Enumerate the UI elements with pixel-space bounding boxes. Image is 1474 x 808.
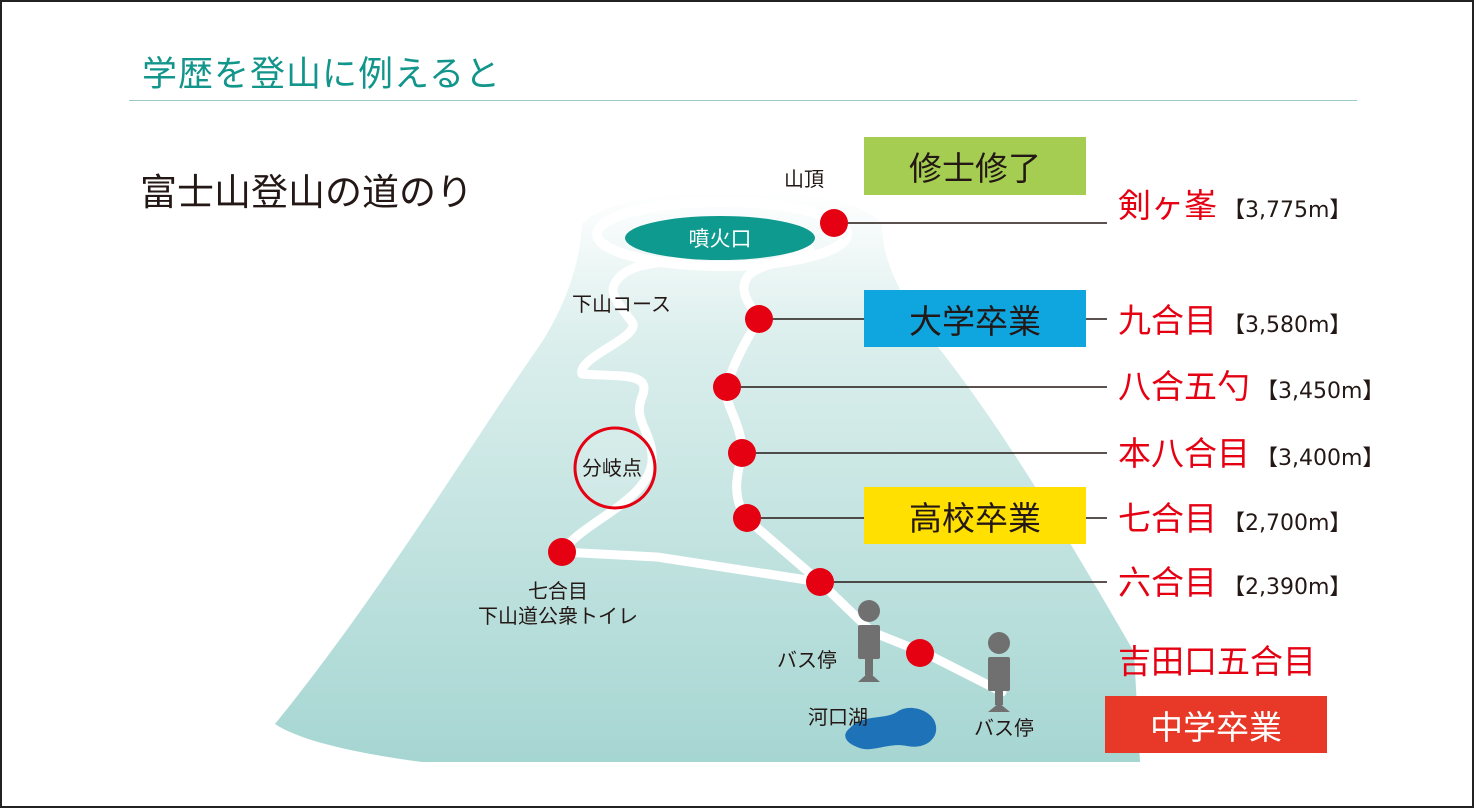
station-label: 剣ヶ峯【3,775m】 xyxy=(1118,189,1351,222)
station-elevation: 【3,580m】 xyxy=(1223,313,1352,338)
descent-toilet-label-line2: 下山道公衆トイレ xyxy=(478,604,638,628)
station-marker-8go5shaku xyxy=(713,373,741,401)
title-divider xyxy=(129,100,1357,101)
station-name: 七合目 xyxy=(1118,499,1217,538)
station-elevation: 【3,450m】 xyxy=(1256,379,1385,404)
summit-ring-path xyxy=(592,197,852,271)
station-label: 九合目【3,580m】 xyxy=(1118,304,1351,337)
station-label: 本八合目【3,400m】 xyxy=(1118,437,1384,470)
station-marker-kengamine xyxy=(820,209,848,237)
summit-label: 山頂 xyxy=(784,167,824,191)
junction-label: 分岐点 xyxy=(582,456,642,480)
bus-stop-left-icon xyxy=(858,600,880,682)
descent-toilet-label-line1: 七合目 xyxy=(528,579,588,603)
station-name: 剣ヶ峯 xyxy=(1118,186,1217,225)
bus-stop-right-icon xyxy=(988,632,1010,712)
stage-masters: 修士修了 xyxy=(864,137,1086,195)
bus-stop-left-label: バス停 xyxy=(777,648,837,672)
crater xyxy=(625,216,815,260)
station-marker-hon8gome xyxy=(728,439,756,467)
station-elevation: 【3,400m】 xyxy=(1256,446,1385,471)
station-label: 吉田口五合目 xyxy=(1118,645,1322,678)
descent-trail xyxy=(557,255,825,587)
stage-university: 大学卒業 xyxy=(864,290,1086,347)
station-elevation: 【2,700m】 xyxy=(1223,511,1352,536)
lake-shape xyxy=(845,707,937,750)
station-name: 六合目 xyxy=(1118,563,1217,602)
diagram-subtitle: 富士山登山の道のり xyxy=(140,171,473,214)
descent-toilet-label: 七合目 下山道公衆トイレ xyxy=(458,579,658,629)
mountain-shape xyxy=(275,192,1140,762)
stage-juniorhigh: 中学卒業 xyxy=(1105,696,1327,753)
bus-stop-right-label: バス停 xyxy=(974,716,1034,740)
junction-marker xyxy=(573,426,657,510)
station-marker-6gome xyxy=(806,568,834,596)
station-elevation: 【2,390m】 xyxy=(1223,575,1352,600)
page-title: 学歴を登山に例えると xyxy=(142,55,501,95)
descent-course-label: 下山コース xyxy=(572,292,671,316)
station-name: 九合目 xyxy=(1118,301,1217,340)
station-marker-5gome xyxy=(906,639,934,667)
station-label: 八合五勺【3,450m】 xyxy=(1118,370,1384,403)
lake-label: 河口湖 xyxy=(808,705,868,729)
station-name: 八合五勺 xyxy=(1118,367,1250,406)
ascent-trail xyxy=(721,245,1007,697)
station-name: 吉田口五合目 xyxy=(1118,642,1316,681)
station-marker-7gome xyxy=(733,504,761,532)
station-label: 七合目【2,700m】 xyxy=(1118,502,1351,535)
station-name: 本八合目 xyxy=(1118,434,1250,473)
crater-label: 噴火口 xyxy=(689,227,752,251)
station-elevation: 【3,775m】 xyxy=(1223,198,1352,223)
station-label: 六合目【2,390m】 xyxy=(1118,566,1351,599)
stage-highschool: 高校卒業 xyxy=(864,487,1086,544)
station-marker-descent-7gome xyxy=(548,538,576,566)
station-marker-9gome xyxy=(745,305,773,333)
